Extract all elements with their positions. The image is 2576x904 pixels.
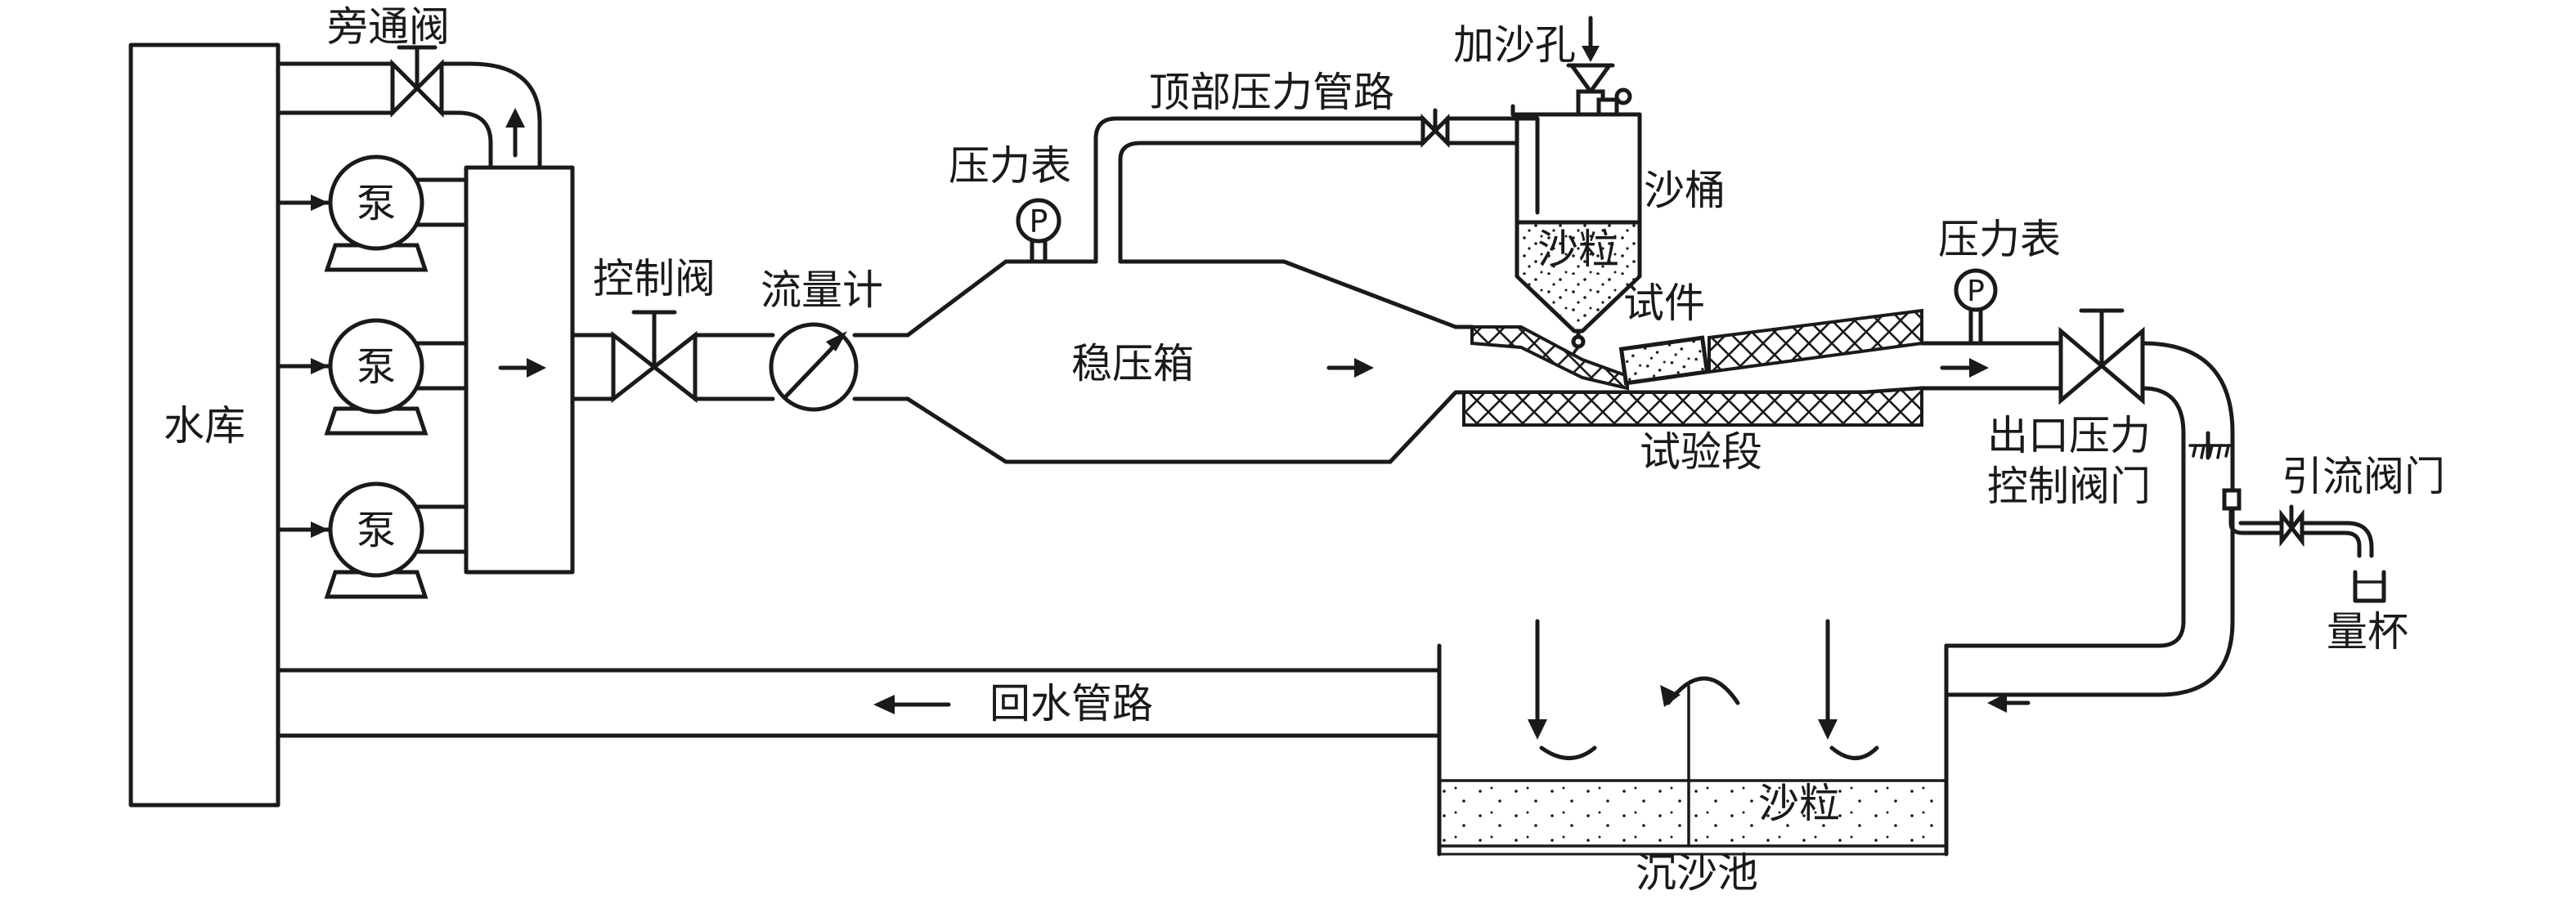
sand-bucket xyxy=(1515,112,1642,374)
manifold-arrow xyxy=(498,358,546,378)
bypass-up-arrow xyxy=(505,108,525,158)
bypass-line xyxy=(276,61,542,170)
drain-spout xyxy=(2300,521,2374,558)
pump-2 xyxy=(276,318,469,436)
specimen-label: 试件 xyxy=(1623,280,1705,327)
top-pressure-pipe-label: 顶部压力管路 xyxy=(1149,69,1394,116)
return-pipe xyxy=(276,668,1442,738)
drain-valve[interactable] xyxy=(2279,504,2304,548)
top-pipe-to-bucket xyxy=(1445,116,1540,215)
pump-1-label: 泵 xyxy=(357,181,396,226)
sand-hole-label: 加沙孔 xyxy=(1453,21,1576,69)
sand-bucket-label: 沙桶 xyxy=(1644,167,1726,214)
outlet-valve-label-line1: 出口压力 xyxy=(1987,412,2151,459)
pressure-gauge-left-label: 压力表 xyxy=(949,142,1071,190)
drain-tap xyxy=(2188,431,2284,535)
gauge-left-symbol: P xyxy=(1030,204,1048,239)
test-section xyxy=(1462,308,2063,427)
bucket-sand-label: 沙粒 xyxy=(1537,226,1619,273)
top-pipe-valve[interactable] xyxy=(1420,108,1450,149)
stabilizer-box-label: 稳压箱 xyxy=(1071,340,1194,387)
settling-tank-label: 沉沙池 xyxy=(1636,849,1758,897)
flowmeter xyxy=(769,322,859,412)
bypass-valve[interactable] xyxy=(390,45,444,119)
return-pipe-label: 回水管路 xyxy=(990,680,1153,727)
flowmeter-label: 流量计 xyxy=(761,266,883,314)
pressure-gauge-left xyxy=(1016,198,1061,264)
gauge-right-symbol: P xyxy=(1967,275,1985,308)
main-pipe-upstream xyxy=(570,259,1393,464)
pump-2-label: 泵 xyxy=(357,344,396,390)
settling-tank xyxy=(1437,643,1949,857)
test-flow-arrow xyxy=(1940,358,1989,378)
pump-3-label: 泵 xyxy=(357,508,396,553)
pump-3 xyxy=(276,481,469,599)
drain-valve-label: 引流阀门 xyxy=(2282,453,2445,500)
control-valve[interactable] xyxy=(611,310,698,404)
outlet-pressure-control-valve[interactable] xyxy=(2058,308,2145,405)
pump-1 xyxy=(276,154,469,272)
outlet-down-pipe xyxy=(1944,341,2235,697)
bypass-valve-label: 旁通阀 xyxy=(327,3,450,51)
measuring-cup-label: 量杯 xyxy=(2327,608,2408,656)
pressure-gauge-right-label: 压力表 xyxy=(1938,216,2061,263)
stabilizer-flow-arrow xyxy=(1326,358,1374,378)
test-section-label: 试验段 xyxy=(1640,428,1762,476)
measuring-cup xyxy=(2353,570,2386,603)
outlet-valve-label-line2: 控制阀门 xyxy=(1987,463,2151,510)
reservoir-label: 水库 xyxy=(164,402,245,450)
reservoir-box xyxy=(128,43,280,808)
return-flow-arrow-left xyxy=(873,695,951,714)
manifold-box xyxy=(464,165,575,575)
control-valve-label: 控制阀 xyxy=(593,255,716,302)
return-flow-arrow-right xyxy=(1987,693,2031,713)
tank-sand-label: 沙粒 xyxy=(1758,780,1840,827)
pressure-gauge-right xyxy=(1954,268,1998,346)
stabilizer-box xyxy=(1093,116,1474,464)
tank-flow-arrows xyxy=(1528,619,1879,760)
